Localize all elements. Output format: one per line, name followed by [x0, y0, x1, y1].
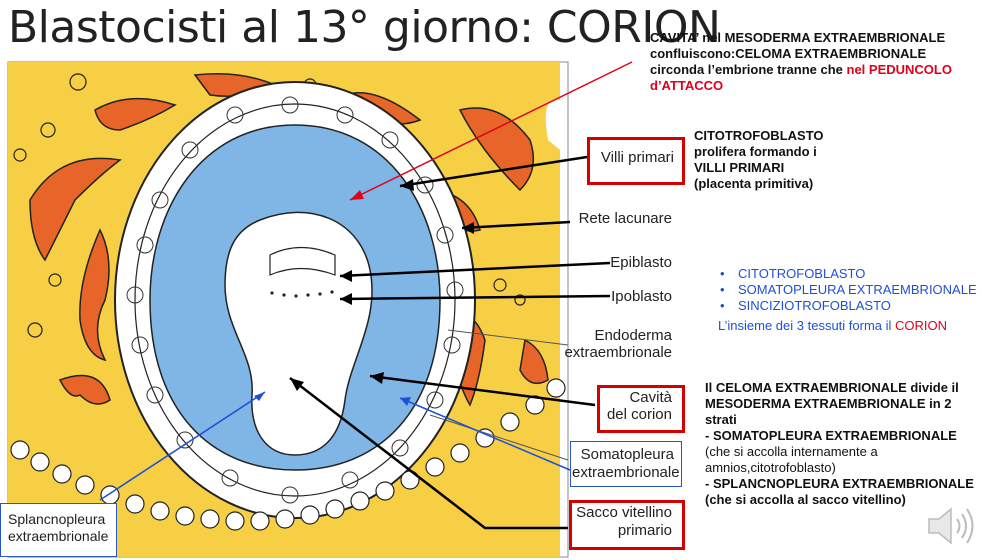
label-leaders [429, 329, 569, 461]
note-corion-prefix: L’insieme dei 3 tessuti forma il [718, 318, 896, 333]
label-endoderma-line1: Endoderma [594, 327, 672, 344]
label-sacco-line1: Sacco vitellino [576, 504, 672, 521]
label-sacco-line2: primario [617, 522, 672, 539]
label-rete-lacunare: Rete lacunare [578, 210, 672, 227]
tissue-list: CITOTROFOBLASTO SOMATOPLEURA EXTRAEMBRIO… [718, 266, 977, 314]
label-somatopleura-line2: extraembrionale [572, 464, 680, 481]
black-arrows [289, 155, 611, 530]
note-cavita: CAVITA’ nel MESODERMA EXTRAEMBRIONALE co… [650, 30, 970, 94]
label-villi-primari: Villi primari [600, 149, 674, 166]
label-ipoblasto: Ipoblasto [611, 288, 672, 305]
label-endoderma-line2: extraembrionale [564, 344, 672, 361]
note-celoma: Il CELOMA EXTRAEMBRIONALE divide il MESO… [705, 380, 975, 508]
slide-title: Blastocisti al 13° giorno: CORION [8, 2, 721, 53]
note-corion-word: CORION [895, 318, 948, 333]
epiblast [269, 246, 336, 276]
somatopleura-box [570, 441, 682, 487]
label-epiblasto: Epiblasto [610, 254, 672, 271]
note-celoma-somato: - SOMATOPLEURA EXTRAEMBRIONALE [705, 428, 957, 443]
sacco-vitellino-box [569, 500, 685, 550]
blue-arrows [99, 391, 571, 501]
note-celoma-lead: Il CELOMA EXTRAEMBRIONALE divide il MESO… [705, 380, 959, 427]
label-cavita-line2: del corion [606, 406, 672, 423]
note-celoma-splancno: - SPLANCNOPLEURA EXTRAEMBRIONALE (che si… [705, 476, 974, 507]
cavita-box [597, 385, 685, 433]
villi-primari-box [587, 137, 685, 185]
note-citotrofoblasto: CITOTROFOBLASTO prolifera formando i VIL… [694, 128, 824, 191]
splancnopleura-box [0, 503, 117, 557]
black-arrowheads [290, 179, 474, 391]
tissue-item: SINCIZIOTROFOBLASTO [720, 298, 977, 314]
label-cavita-line1: Cavità [629, 389, 672, 406]
note-cavita-text: CAVITA’ nel MESODERMA EXTRAEMBRIONALE co… [650, 30, 946, 77]
note-cavita-highlight: nel PEDUNCOLO d’ATTACCO [650, 62, 952, 93]
label-somatopleura-line1: Somatopleura [580, 446, 674, 463]
bottom-cell-band [10, 378, 566, 531]
label-splancnopleura-line1: Splancnopleura [8, 511, 106, 527]
note-celoma-somato-detail: (che si accolla internamente a amnios,ci… [705, 444, 878, 475]
label-splancnopleura-line2: extraembrionale [8, 528, 109, 544]
tissue-item: CITOTROFOBLASTO [720, 266, 977, 282]
speaker-icon[interactable] [925, 503, 977, 554]
red-arrow [349, 61, 633, 201]
note-corion: L’insieme dei 3 tessuti forma il CORION [718, 318, 978, 334]
tissue-item: SOMATOPLEURA EXTRAEMBRIONALE [720, 282, 977, 298]
hypoblast [270, 290, 334, 298]
